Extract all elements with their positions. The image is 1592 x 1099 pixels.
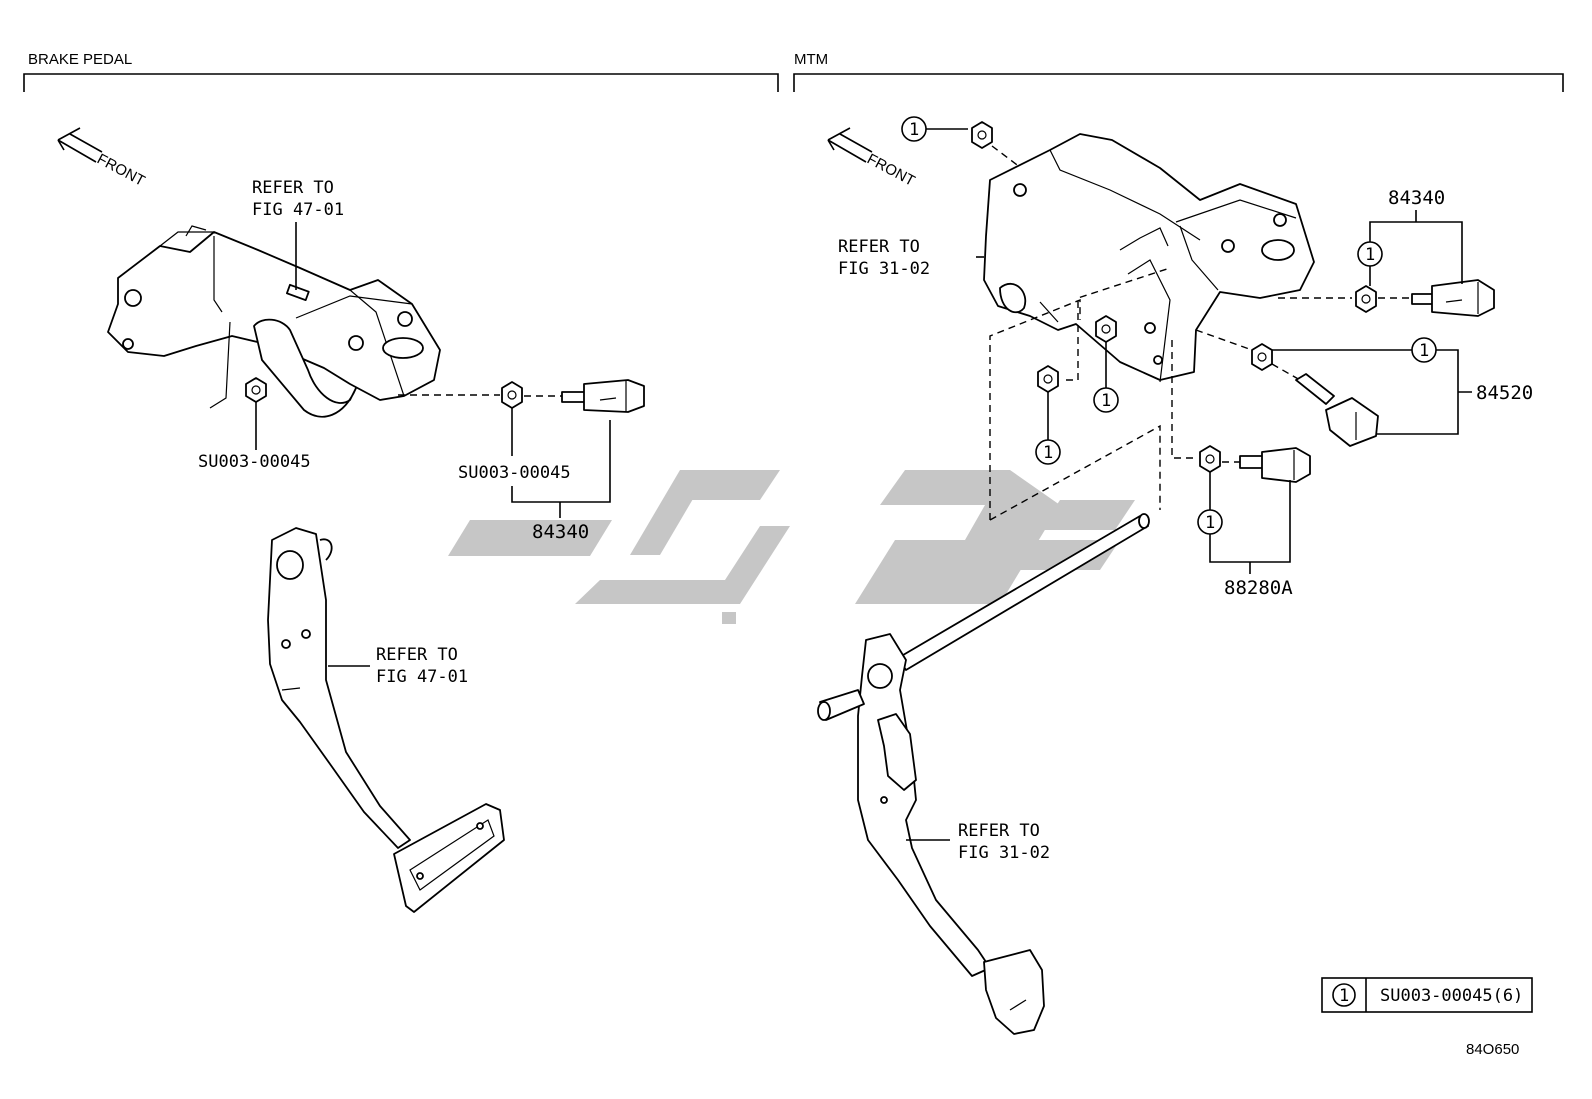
section-title-brake-pedal: BRAKE PEDAL bbox=[28, 51, 132, 68]
section-bracket-right bbox=[793, 73, 1564, 92]
callout-switch-88280a: 88280A bbox=[1224, 577, 1293, 599]
leader-line bbox=[1369, 221, 1463, 286]
mtm-pedal-bracket bbox=[983, 133, 1315, 383]
leader-line bbox=[511, 420, 611, 503]
callout-nut-part: SU003-00045 bbox=[198, 452, 311, 472]
figure-code: 84O650 bbox=[1466, 1041, 1519, 1058]
circle-marker: 1 bbox=[1411, 337, 1437, 363]
assembly-dashed-line bbox=[1195, 329, 1253, 351]
legend-text: SU003-00045(6) bbox=[1380, 986, 1523, 1006]
hex-nut-icon bbox=[1251, 343, 1273, 371]
circle-marker: 1 bbox=[1357, 241, 1383, 267]
svg-text:FRONT: FRONT bbox=[94, 151, 148, 190]
section-title-mtm: MTM bbox=[794, 51, 828, 68]
clutch-switch-84340 bbox=[1411, 279, 1495, 317]
callout-mtm-pedal-refer-line1: REFER TO bbox=[958, 821, 1040, 841]
assembly-dashed-line bbox=[989, 424, 1161, 521]
callout-switch-84520: 84520 bbox=[1476, 382, 1533, 404]
hex-nut-icon bbox=[1199, 445, 1221, 473]
callout-pedal-refer-line2: FIG 47-01 bbox=[376, 667, 468, 687]
assembly-dashed-line bbox=[1171, 340, 1198, 459]
leader-line bbox=[1209, 480, 1291, 574]
callout-switch-nut-part: SU003-00045 bbox=[458, 463, 571, 483]
callout-mtm-bracket-refer-line1: REFER TO bbox=[838, 237, 920, 257]
clutch-pedal-arm bbox=[817, 513, 1150, 1035]
svg-text:1: 1 bbox=[1043, 443, 1053, 463]
hex-nut-icon bbox=[501, 381, 523, 409]
hex-nut-icon bbox=[971, 121, 993, 149]
svg-text:1: 1 bbox=[1205, 513, 1215, 533]
hex-nut-icon bbox=[1037, 365, 1059, 393]
callout-bracket-refer-line1: REFER TO bbox=[252, 178, 334, 198]
svg-text:FRONT: FRONT bbox=[864, 151, 918, 190]
hex-nut-icon bbox=[245, 377, 267, 403]
callout-bracket-refer-line2: FIG 47-01 bbox=[252, 200, 344, 220]
clutch-switch-84520 bbox=[1295, 373, 1379, 447]
stop-lamp-switch bbox=[561, 379, 645, 413]
section-bracket-left bbox=[23, 73, 779, 92]
callout-pedal-refer-line1: REFER TO bbox=[376, 645, 458, 665]
leader-line bbox=[1376, 349, 1472, 435]
svg-text:1: 1 bbox=[1365, 245, 1375, 265]
callout-mtm-bracket-refer-line2: FIG 31-02 bbox=[838, 259, 930, 279]
hex-nut-icon bbox=[1355, 285, 1377, 313]
callout-mtm-pedal-refer-line2: FIG 31-02 bbox=[958, 843, 1050, 863]
hex-nut-icon bbox=[1095, 315, 1117, 343]
assembly-dashed-line bbox=[1271, 363, 1301, 381]
circle-marker: 1 bbox=[1197, 509, 1223, 535]
assembly-dashed-line bbox=[1066, 267, 1171, 381]
svg-text:1: 1 bbox=[1419, 341, 1429, 361]
legend-marker: 1 bbox=[1339, 986, 1349, 1006]
circle-marker: 1 bbox=[901, 116, 927, 142]
front-arrow-icon-left: FRONT bbox=[57, 127, 148, 190]
callout-switch-84340: 84340 bbox=[1388, 187, 1445, 209]
assembly-dashed-line bbox=[989, 298, 1081, 520]
callout-switch-part: 84340 bbox=[532, 521, 589, 543]
circle-marker: 1 bbox=[1093, 387, 1119, 413]
switch-88280a bbox=[1239, 447, 1311, 483]
legend-box: 1 SU003-00045(6) bbox=[1321, 977, 1533, 1013]
watermark-logo bbox=[448, 470, 1135, 624]
svg-text:1: 1 bbox=[1101, 391, 1111, 411]
brake-pedal-bracket bbox=[107, 225, 441, 418]
circle-marker: 1 bbox=[1035, 439, 1061, 465]
brake-pedal-arm bbox=[267, 527, 505, 913]
svg-text:1: 1 bbox=[909, 120, 919, 140]
